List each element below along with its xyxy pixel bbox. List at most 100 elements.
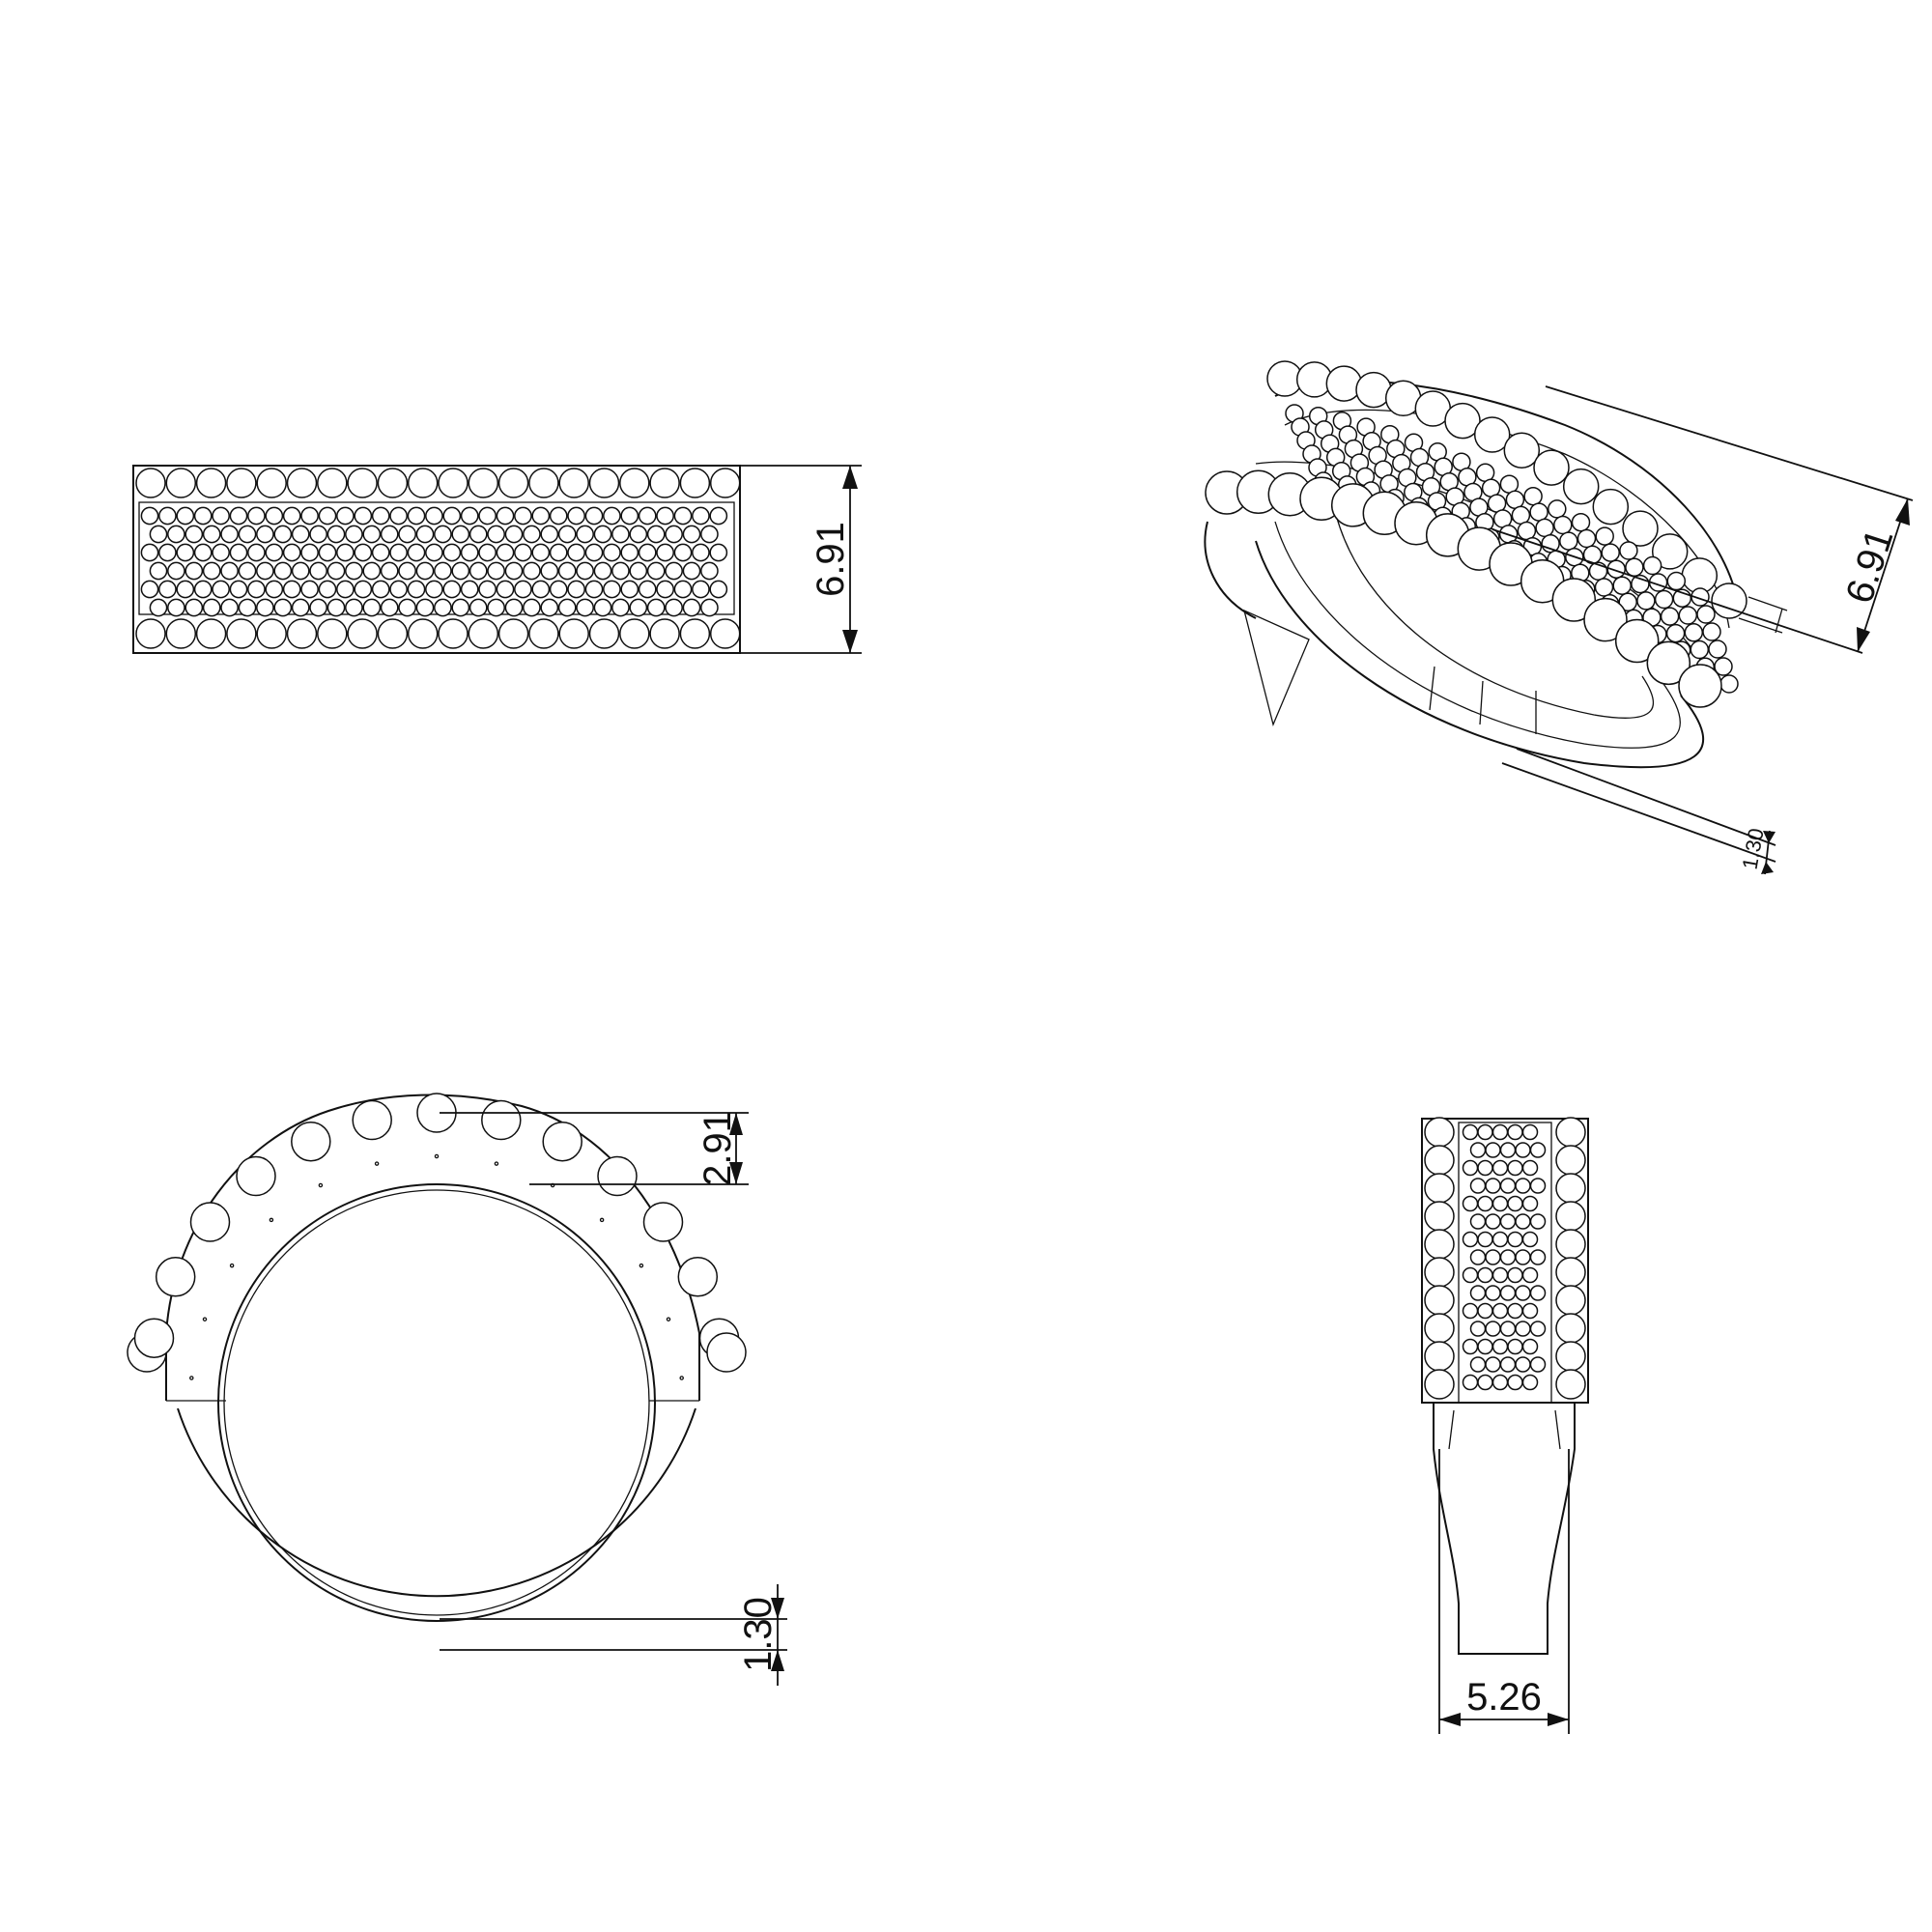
pave-stone — [469, 598, 488, 617]
bead — [165, 618, 197, 649]
pave-stone — [247, 506, 266, 526]
bead — [1562, 468, 1600, 505]
pave-stone — [425, 580, 443, 599]
pave-stone — [1660, 607, 1680, 626]
pave-stone — [620, 580, 639, 599]
pave-stone — [362, 525, 382, 544]
iso-back-bead-row — [1266, 360, 1747, 619]
dot — [639, 1263, 644, 1268]
bead — [438, 468, 469, 498]
pave-stone — [380, 598, 399, 617]
iso-thick-arrow-2 — [1761, 862, 1774, 874]
pave-stone — [202, 561, 221, 581]
iso-shank-bore — [1332, 501, 1655, 719]
pave-stone — [469, 525, 488, 544]
pave-stone — [345, 598, 363, 617]
pave-stone — [504, 598, 524, 617]
pave-stone — [531, 543, 551, 562]
pave-stone — [1548, 499, 1567, 519]
pave-stone — [1529, 1142, 1547, 1158]
pave-stone — [1594, 578, 1614, 597]
pave-stone — [140, 506, 159, 526]
bead — [1424, 1173, 1455, 1204]
pave-stone — [557, 598, 577, 617]
pave-stone — [656, 580, 674, 599]
front-dim-label-top: 2.91 — [696, 1111, 739, 1186]
pave-stone — [567, 543, 585, 562]
pave-stone — [1521, 1338, 1539, 1355]
bead — [1592, 488, 1630, 526]
bead — [317, 618, 348, 649]
pave-stone — [193, 543, 213, 562]
bead — [588, 618, 620, 649]
bead — [597, 1155, 638, 1197]
dot — [229, 1263, 235, 1268]
pave-stone — [1708, 639, 1727, 659]
pave-stone — [282, 580, 301, 599]
pave-stone — [611, 598, 630, 617]
bead — [1424, 1117, 1455, 1148]
pave-stone — [1529, 1249, 1547, 1265]
pave-stone — [673, 543, 693, 562]
pave-stone — [611, 561, 630, 581]
pave-stone — [1529, 1356, 1547, 1373]
pave-stone — [202, 525, 221, 544]
pave-stone — [1619, 541, 1638, 560]
pave-stone — [1507, 1374, 1523, 1391]
pave-stone — [425, 506, 443, 526]
bead — [1503, 432, 1541, 469]
pave-stone — [1515, 1356, 1531, 1373]
bead — [291, 1121, 331, 1162]
pave-stone — [193, 506, 213, 526]
pave-stone — [478, 543, 497, 562]
pave-stone — [665, 561, 683, 581]
bead — [1424, 1257, 1455, 1288]
pave-stone — [523, 561, 541, 581]
side-dim-arrow-right — [1548, 1713, 1569, 1726]
pave-stone — [354, 580, 373, 599]
pave-stone — [682, 561, 701, 581]
top-view-lower-bead-row — [135, 618, 741, 649]
pave-stone — [629, 598, 648, 617]
pave-stone — [496, 543, 515, 562]
bead — [1711, 582, 1747, 619]
pave-stone — [1515, 1321, 1531, 1337]
pave-stone — [1469, 1249, 1487, 1265]
pave-stone — [415, 525, 435, 544]
iso-thick-ext-1 — [1516, 748, 1776, 846]
pave-stone — [1505, 490, 1525, 510]
pave-stone — [487, 598, 505, 617]
pave-stone — [638, 543, 657, 562]
bead — [135, 468, 166, 498]
pave-stone — [149, 525, 168, 544]
pave-stone — [265, 506, 284, 526]
pave-stone — [1571, 512, 1591, 532]
pave-stone — [523, 598, 541, 617]
bead — [468, 618, 499, 649]
pave-stone — [389, 580, 408, 599]
pave-stone — [673, 580, 693, 599]
pave-stone — [603, 543, 621, 562]
side-right-bead-column — [1555, 1117, 1586, 1400]
pave-stone — [291, 561, 310, 581]
pave-stone — [1499, 1356, 1517, 1373]
pave-stone — [327, 525, 346, 544]
pave-stone — [638, 580, 657, 599]
pave-stone — [273, 561, 293, 581]
pave-stone — [1642, 555, 1662, 576]
bead — [558, 618, 589, 649]
bead — [1678, 664, 1722, 708]
front-view-bead-arc — [127, 1093, 747, 1373]
pave-stone — [593, 561, 612, 581]
pave-stone — [389, 506, 408, 526]
bead — [1651, 533, 1689, 570]
pave-stone — [1485, 1142, 1501, 1158]
pave-stone — [487, 561, 505, 581]
pave-stone — [185, 561, 204, 581]
front-view: 2.91 1.30 — [127, 1093, 787, 1686]
pave-stone — [1477, 1195, 1493, 1212]
side-view: 5.26 — [1421, 1117, 1589, 1734]
pave-stone — [514, 506, 532, 526]
pave-stone — [1636, 591, 1656, 611]
